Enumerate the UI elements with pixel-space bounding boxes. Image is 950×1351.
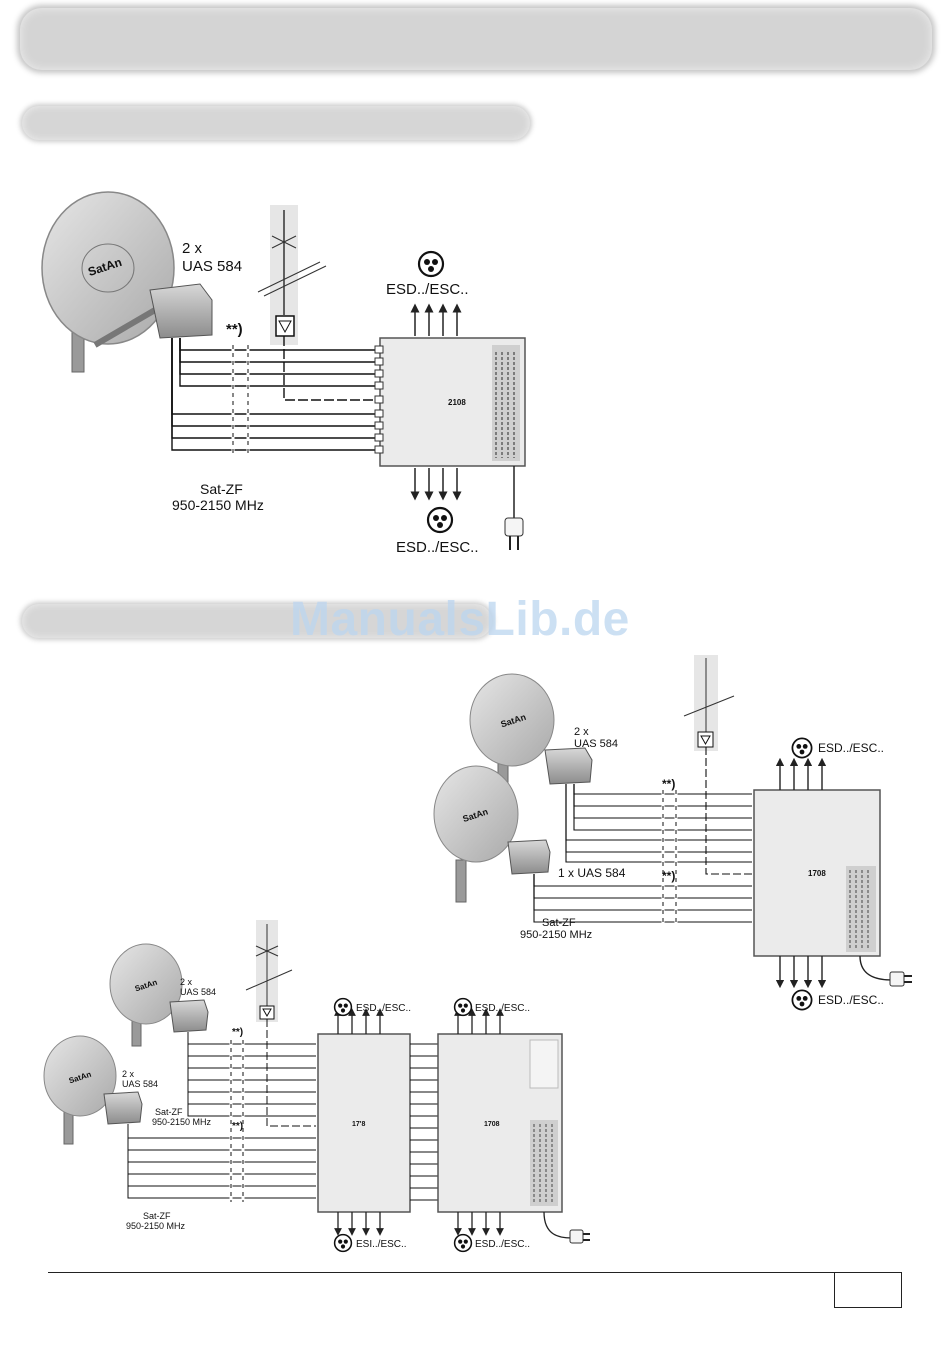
- lnb-label-1: 2 x: [180, 977, 193, 987]
- antenna-mast-icon: [257, 205, 327, 345]
- multiswitch-device-right: 1708: [437, 1033, 563, 1213]
- footer-rule: [48, 1272, 902, 1273]
- outlet-icon: [333, 997, 353, 1017]
- satellite-dish-icon: SatAn: [109, 943, 209, 1047]
- satellite-dish-icon: SatAn: [41, 191, 213, 373]
- lnb-label-2: UAS 584: [122, 1079, 158, 1089]
- lnb-label-1: 2 x: [122, 1069, 135, 1079]
- lnb-label-bottom: 1 x UAS 584: [558, 866, 626, 880]
- satellite-dish-icon: SatAn: [43, 1035, 143, 1145]
- output-arrows-top: [410, 303, 462, 336]
- outlet-label: ESD../ESC..: [475, 1003, 530, 1014]
- if-label-2: 950-2150 MHz: [172, 497, 264, 513]
- footnote-mark: **): [226, 321, 243, 338]
- if-label-2: 950-2150 MHz: [126, 1221, 186, 1231]
- outlet-icon: [417, 250, 445, 278]
- outlet-icon: [791, 737, 813, 759]
- outlet-icon: [333, 1233, 353, 1253]
- footnote-mark: **): [662, 869, 675, 883]
- footnote-mark: **): [232, 1121, 243, 1132]
- power-plug-icon: [859, 955, 912, 987]
- power-plug-icon: [543, 1211, 590, 1244]
- outlet-label: ESD../ESC..: [475, 1239, 530, 1250]
- watermark: ManualsLib.de: [290, 593, 630, 646]
- switch-model-label: 2108: [448, 398, 466, 407]
- lnb-label-1: 2 x: [574, 726, 589, 738]
- multiswitch-device: 2108: [374, 337, 526, 467]
- outlet-icon: [791, 989, 813, 1011]
- diagram-2: SatAn SatAn: [433, 655, 912, 1011]
- outlet-label-top: ESD../ESC..: [818, 741, 884, 755]
- section-bar-2: [22, 604, 492, 638]
- outlet-icon: [453, 997, 473, 1017]
- if-label-1: Sat-ZF: [200, 481, 243, 497]
- outlet-label-top: ESD../ESC..: [386, 281, 469, 298]
- power-plug-icon: [504, 466, 524, 550]
- section-bar-1: [22, 106, 530, 140]
- antenna-mast-icon: [245, 920, 293, 1022]
- lnb-label-2: UAS 584: [574, 738, 618, 750]
- lnb-label-2: UAS 584: [180, 987, 216, 997]
- outlet-label-bottom: ESD../ESC..: [396, 539, 479, 556]
- multiswitch-device: 1708: [753, 789, 881, 957]
- lnb-label-2: UAS 584: [182, 258, 242, 275]
- footnote-mark: **): [662, 777, 675, 791]
- diagram-3: SatAn SatAn: [43, 920, 590, 1253]
- sat-cable-bundle: [171, 336, 378, 451]
- if-label-1: Sat-ZF: [155, 1107, 183, 1117]
- diagram-1: SatAn: [41, 191, 526, 556]
- output-arrows-bottom: [410, 468, 462, 501]
- switch-model-label: 1708: [808, 869, 826, 878]
- outlet-label: ESI../ESC..: [356, 1239, 407, 1250]
- satellite-dish-icon: SatAn: [469, 673, 593, 801]
- antenna-mast-icon: [683, 655, 735, 751]
- outlet-label: ESD../ESC..: [356, 1003, 411, 1014]
- lnb-label-1: 2 x: [182, 240, 203, 257]
- switch-model-label: 1708: [484, 1121, 500, 1128]
- if-label-1: Sat-ZF: [542, 917, 576, 929]
- outlet-label-bottom: ESD../ESC..: [818, 993, 884, 1007]
- if-label-2: 950-2150 MHz: [520, 929, 592, 941]
- satellite-dish-icon: SatAn: [433, 765, 551, 903]
- multiswitch-device-left: 17'8: [317, 1033, 411, 1213]
- outlet-icon: [426, 506, 454, 534]
- if-label-1: Sat-ZF: [143, 1211, 171, 1221]
- if-label-2: 950-2150 MHz: [152, 1117, 212, 1127]
- footnote-mark: **): [232, 1027, 243, 1038]
- outlet-icon: [453, 1233, 473, 1253]
- header-bar: [20, 8, 932, 70]
- page-number-box: [834, 1272, 902, 1308]
- switch-model-label: 17'8: [352, 1121, 365, 1128]
